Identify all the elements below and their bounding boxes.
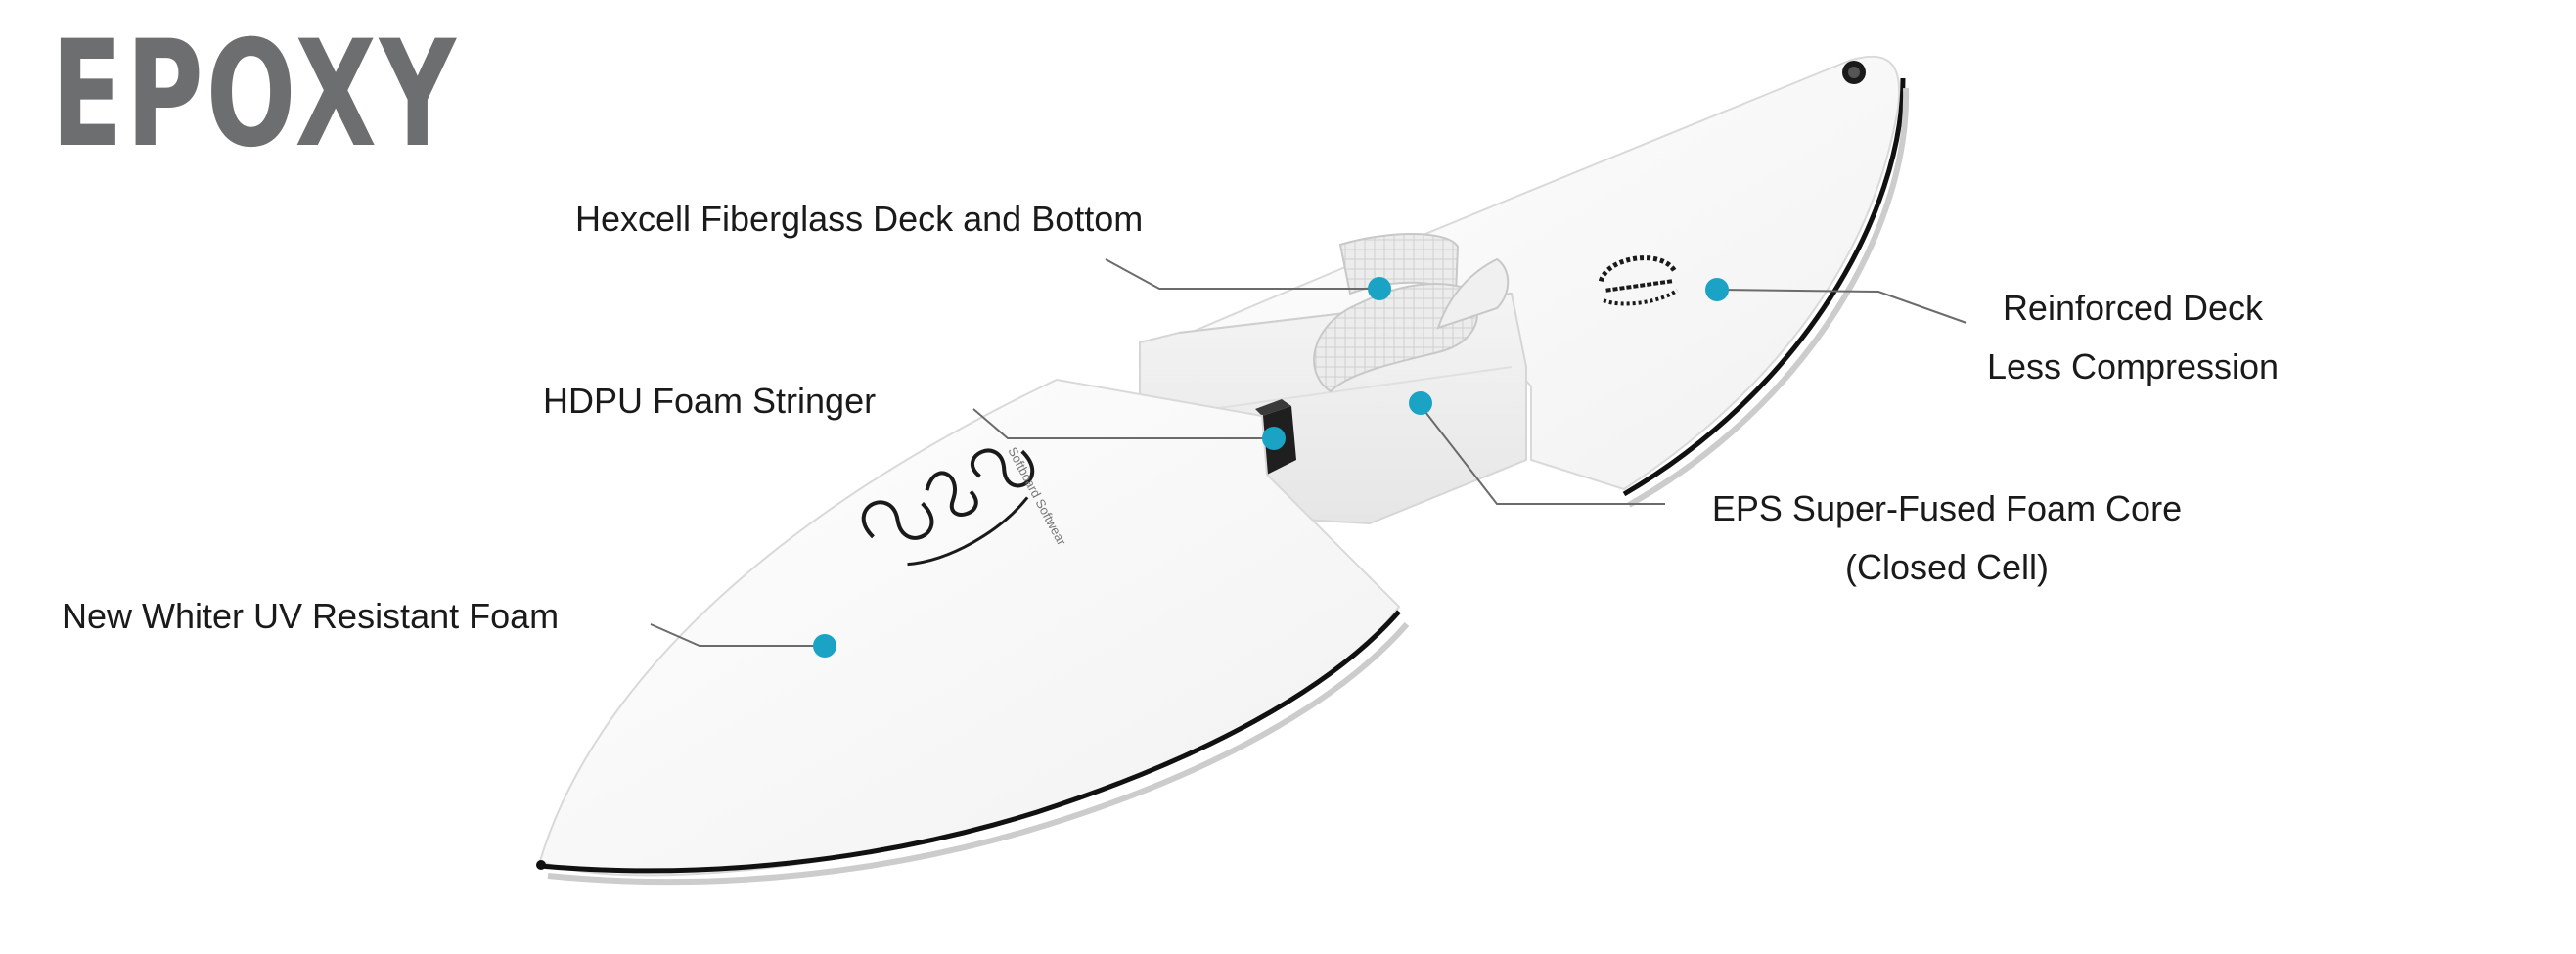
label-eps: EPS Super-Fused Foam Core (Closed Cell) — [1668, 479, 2226, 597]
page-title: EPOXY — [51, 10, 459, 180]
callout-dots — [813, 277, 1729, 658]
label-reinforced-line2: Less Compression — [1986, 346, 2280, 386]
leader-uv-foam — [650, 623, 825, 647]
label-stringer: HDPU Foam Stringer — [543, 381, 877, 421]
label-eps-line1: EPS Super-Fused Foam Core — [1711, 488, 2183, 528]
callout-dot-reinforced — [1705, 278, 1729, 301]
nose-rail — [539, 610, 1401, 874]
label-reinforced-line1: Reinforced Deck — [2002, 288, 2264, 328]
leader-stringer — [972, 408, 1272, 439]
callout-dot-hexcell — [1368, 277, 1391, 300]
label-uv-foam: New Whiter UV Resistant Foam — [62, 596, 560, 636]
leader-hexcell — [1105, 258, 1375, 290]
label-eps-line2: (Closed Cell) — [1844, 547, 2050, 587]
brand-emblem-icon — [1598, 255, 1679, 306]
callout-dot-eps — [1409, 391, 1432, 415]
label-hexcell: Hexcell Fiberglass Deck and Bottom — [575, 199, 1144, 239]
leader-lines — [650, 258, 1967, 647]
callout-dot-uv-foam — [813, 634, 836, 658]
hexcell-fiberglass-layer — [1313, 233, 1510, 393]
tail-rail — [1622, 77, 1906, 497]
callout-dot-stringer — [1262, 427, 1286, 450]
sbs-logo-icon — [861, 448, 1035, 567]
board-nose-section — [536, 378, 1410, 886]
leader-reinforced — [1716, 289, 1967, 324]
leader-eps — [1418, 402, 1665, 505]
label-reinforced: Reinforced Deck Less Compression — [1966, 279, 2299, 396]
